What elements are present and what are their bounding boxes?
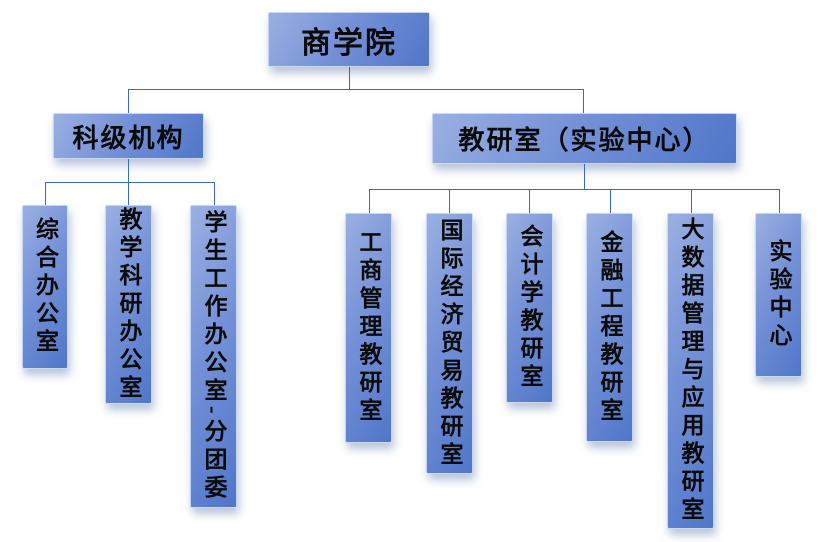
connector-right-stub-3 — [529, 189, 530, 213]
connector-branch1-drop — [128, 89, 129, 113]
connector-right-bus — [369, 189, 779, 190]
connector-left-bus — [45, 182, 214, 183]
connector-root-drop — [349, 67, 350, 89]
node-teaching-research-offices: 教研室（实验中心） — [432, 113, 737, 164]
connector-left-branch-drop — [128, 159, 129, 182]
connector-level1-bus — [128, 89, 584, 90]
node-experiment-center: 实验中心 — [755, 213, 802, 377]
node-business-school: 商学院 — [268, 12, 430, 67]
connector-right-stub-6 — [779, 189, 780, 213]
node-teaching-research-admin-office: 教学科研办公室 — [105, 205, 152, 404]
connector-right-stub-2 — [449, 189, 450, 213]
connector-left-stub-2 — [128, 182, 129, 205]
node-section-level-orgs: 科级机构 — [53, 113, 204, 159]
node-financial-engineering-teaching-office: 金融工程教研室 — [586, 213, 633, 442]
node-business-admin-teaching-office: 工商管理教研室 — [345, 213, 392, 443]
connector-right-branch-drop — [584, 164, 585, 189]
connector-right-stub-1 — [369, 189, 370, 213]
connector-right-stub-4 — [610, 189, 611, 213]
node-general-office: 综合办公室 — [22, 205, 68, 369]
node-intl-economics-trade-teaching-office: 国际经济贸易教研室 — [426, 213, 473, 474]
connector-left-stub-1 — [45, 182, 46, 205]
connector-branch2-drop — [583, 89, 584, 113]
node-big-data-management-teaching-office: 大数据管理与应用教研室 — [667, 213, 714, 529]
connector-right-stub-5 — [691, 189, 692, 213]
node-accounting-teaching-office: 会计学教研室 — [506, 213, 553, 403]
connector-left-stub-3 — [214, 182, 215, 205]
node-student-affairs-office-youth-league: 学生工作办公室-分团委 — [190, 205, 237, 508]
